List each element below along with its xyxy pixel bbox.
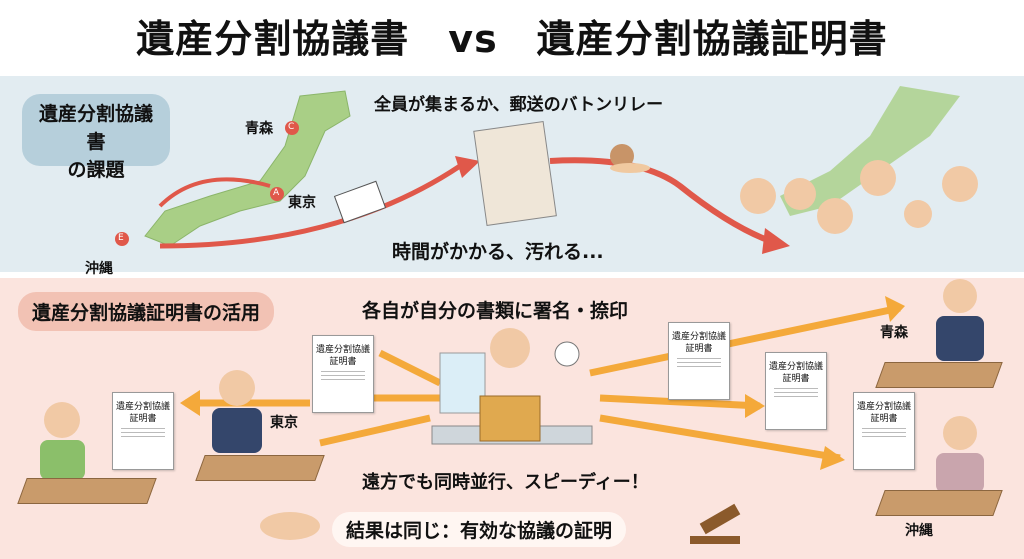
red-arrow-1 xyxy=(158,177,271,208)
result-banner: 結果は同じ：有効な協議の証明 xyxy=(332,512,627,547)
desk-okinawa xyxy=(875,490,1003,516)
place-tokyo-bottom: 東京 xyxy=(270,415,298,431)
doc-label: 証明書 xyxy=(329,357,357,367)
pin-label-a: A xyxy=(273,188,280,198)
person-left xyxy=(44,402,80,438)
handshake-icon xyxy=(260,512,320,540)
doc-label: 証明書 xyxy=(129,414,157,424)
solution-heading: 遺産分割協議証明書の活用 xyxy=(18,292,275,331)
pin-tokyo-icon xyxy=(270,187,284,201)
certificate-document: 遺産分割協議証明書 xyxy=(312,335,374,413)
solution-caption-middle: 遠方でも同時並行、スピーディー！ xyxy=(362,472,649,493)
problem-caption-top: 全員が集まるか、郵送のバトンリレー xyxy=(374,95,664,115)
gavel-icon xyxy=(690,503,741,544)
place-okinawa: 沖縄 xyxy=(85,261,113,277)
doc-label: 遺産分割協議 xyxy=(768,362,823,372)
doc-label: 証明書 xyxy=(870,414,898,424)
red-arrow-3 xyxy=(549,157,772,244)
problem-heading: 遺産分割協議書 の課題 xyxy=(22,94,170,181)
certificate-document: 遺産分割協議証明書 xyxy=(668,322,730,400)
doc-label: 証明書 xyxy=(782,374,810,384)
problem-caption-bottom: 時間がかかる、汚れる... xyxy=(392,241,604,263)
doc-label: 遺産分割協議 xyxy=(115,402,170,412)
certificate-document: 遺産分割協議証明書 xyxy=(765,352,827,430)
doc-label: 証明書 xyxy=(685,344,713,354)
problem-illustration xyxy=(115,86,978,254)
place-aomori: 青森 xyxy=(245,121,273,137)
desk-aomori xyxy=(875,362,1003,388)
problem-heading-line1: 遺産分割協議書 xyxy=(38,103,153,153)
place-tokyo: 東京 xyxy=(288,195,316,211)
snail-icon xyxy=(610,144,650,173)
doc-label: 遺産分割協議 xyxy=(315,345,370,355)
doc-label: 遺産分割協議 xyxy=(671,332,726,342)
japan-map-right xyxy=(780,86,960,216)
doc-label: 遺産分割協議 xyxy=(856,402,911,412)
old-document-icon xyxy=(473,121,557,226)
certificate-document: 遺産分割協議証明書 xyxy=(112,392,174,470)
pin-label-e: E xyxy=(118,233,124,243)
person-tokyo xyxy=(219,370,255,406)
person-okinawa xyxy=(943,416,977,450)
page-title: 遺産分割協議書 vs 遺産分割協議証明書 xyxy=(136,17,888,61)
place-okinawa-bottom: 沖縄 xyxy=(905,523,933,539)
certificate-document: 遺産分割協議証明書 xyxy=(853,392,915,470)
red-arrow-2 xyxy=(159,163,462,249)
solution-caption-top: 各自が自分の書類に署名・捺印 xyxy=(362,300,629,322)
envelope-icon xyxy=(333,180,387,224)
pin-label-c: C xyxy=(288,122,295,132)
desk-left xyxy=(17,478,157,504)
place-aomori-bottom: 青森 xyxy=(880,325,908,341)
pin-okinawa-icon xyxy=(115,232,129,246)
clerk-person xyxy=(490,328,530,368)
problem-heading-line2: の課題 xyxy=(67,159,125,181)
person-aomori xyxy=(943,279,977,313)
solution-illustration xyxy=(40,279,984,544)
japan-map-left xyxy=(144,90,351,247)
pin-aomori-icon xyxy=(285,121,299,135)
family-people-icons xyxy=(740,160,978,234)
desk-tokyo xyxy=(195,455,325,481)
